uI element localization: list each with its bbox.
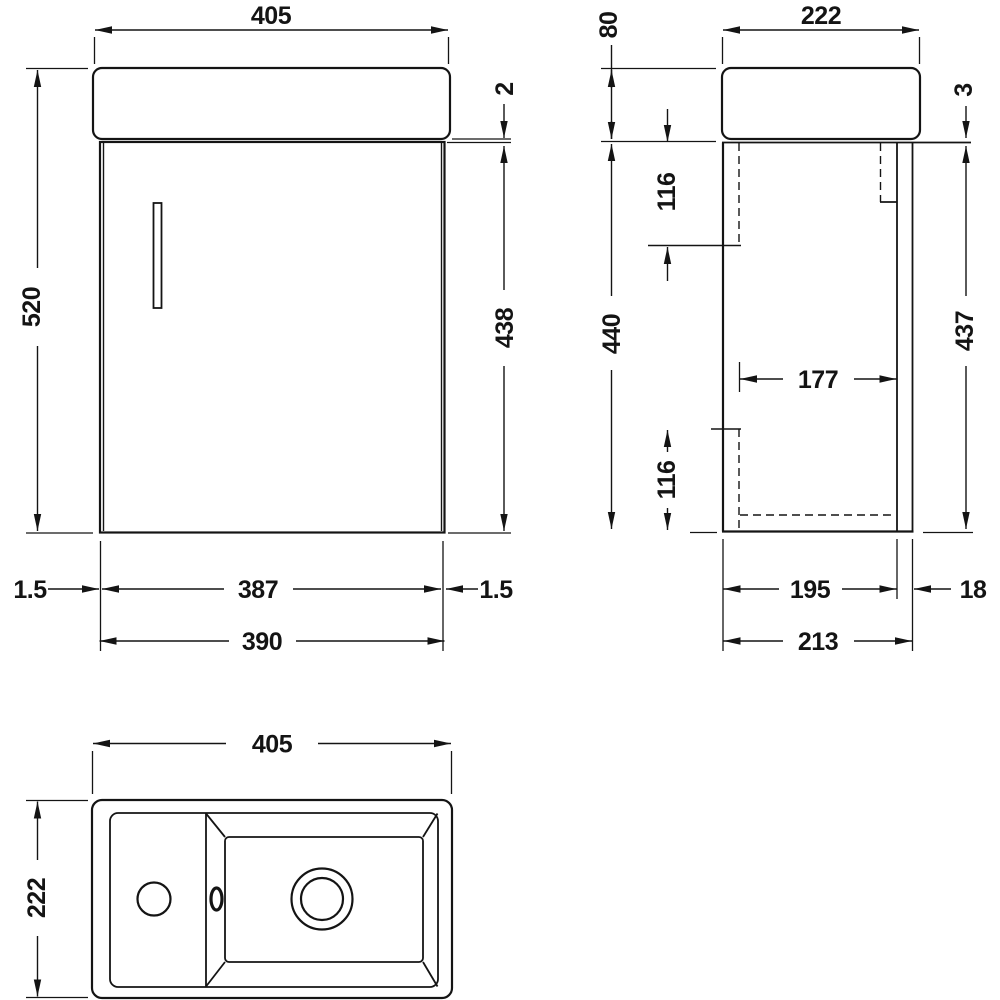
dim-side-basin-height-label: 80	[595, 12, 623, 39]
dim-front-overall-height-label: 520	[18, 287, 46, 327]
dim-front-cabinet-width-label: 390	[242, 628, 282, 656]
dim-side-hinge-top: 116	[653, 109, 681, 281]
dim-side-height-below-basin: 440	[598, 144, 717, 534]
plan-waste-outer	[290, 867, 354, 931]
dim-side-hinge-top-label: 116	[653, 173, 681, 212]
dim-side-bottom: 195 18 213	[722, 539, 987, 656]
dim-plan-depth-label: 222	[23, 878, 51, 918]
dim-front-door-width-label: 387	[238, 576, 278, 604]
dim-side-hinge-bottom-label: 116	[653, 461, 681, 500]
dim-plan-width: 405	[91, 730, 453, 794]
front-door-handle-slot	[152, 202, 163, 309]
dim-front-overall-width: 405	[93, 2, 450, 64]
dim-front-gap-right-label: 1.5	[479, 576, 513, 604]
dim-front-cabinet-height-label: 438	[491, 307, 519, 348]
dim-front-top-gap-label: 2	[491, 82, 519, 95]
plan-basin-inner-rim	[109, 812, 439, 988]
dim-front-top-gap: 2	[447, 82, 519, 144]
plan-bowl-corner-br	[422, 961, 439, 987]
plan-bowl-corner-tr	[422, 813, 439, 838]
plan-basin-outline	[90, 798, 454, 1000]
dim-side-hinge-bottom: 116	[653, 430, 681, 530]
dim-front-cabinet-height: 438	[448, 146, 519, 534]
dim-front-gap-left-label: 1.5	[13, 576, 47, 604]
dim-side-top-gap: 3	[950, 83, 978, 138]
plan-overflow-hole	[209, 886, 224, 912]
dim-side-depth-top-label: 222	[801, 2, 841, 30]
front-basin-top	[91, 66, 452, 141]
dim-side-internal-depth-label: 177	[798, 366, 838, 394]
dim-front-overall-width-label: 405	[251, 2, 292, 30]
front-view	[91, 66, 452, 534]
dim-side-basin-height: 80	[595, 12, 716, 143]
dim-side-depth-front-label: 195	[790, 576, 831, 604]
plan-view	[90, 798, 454, 1000]
dim-plan-width-label: 405	[252, 730, 293, 758]
dim-side-depth-total-label: 213	[798, 628, 838, 656]
front-cabinet	[98, 140, 446, 534]
dim-side-back-gap-label: 18	[960, 576, 987, 604]
plan-tap-hole	[136, 881, 172, 917]
dim-front-overall-height: 520	[18, 67, 93, 534]
side-view	[648, 66, 971, 533]
dim-front-bottom: 1.5 387 1.5 390	[13, 541, 514, 656]
dim-plan-depth: 222	[23, 799, 88, 999]
plan-bowl-corner-bl	[205, 961, 226, 988]
dim-side-cabinet-height: 437	[923, 146, 979, 534]
plan-bowl-bottom	[224, 836, 424, 963]
plan-waste-inner	[299, 876, 345, 922]
dim-side-depth-top: 222	[721, 2, 921, 64]
dim-side-top-gap-label: 3	[950, 83, 978, 96]
dim-side-internal-depth: 177	[738, 362, 897, 394]
dim-side-height-below-basin-label: 440	[598, 314, 626, 354]
dim-side-cabinet-height-label: 437	[951, 311, 979, 351]
side-basin-top	[720, 66, 922, 141]
plan-bowl-corner-tl	[205, 812, 226, 838]
